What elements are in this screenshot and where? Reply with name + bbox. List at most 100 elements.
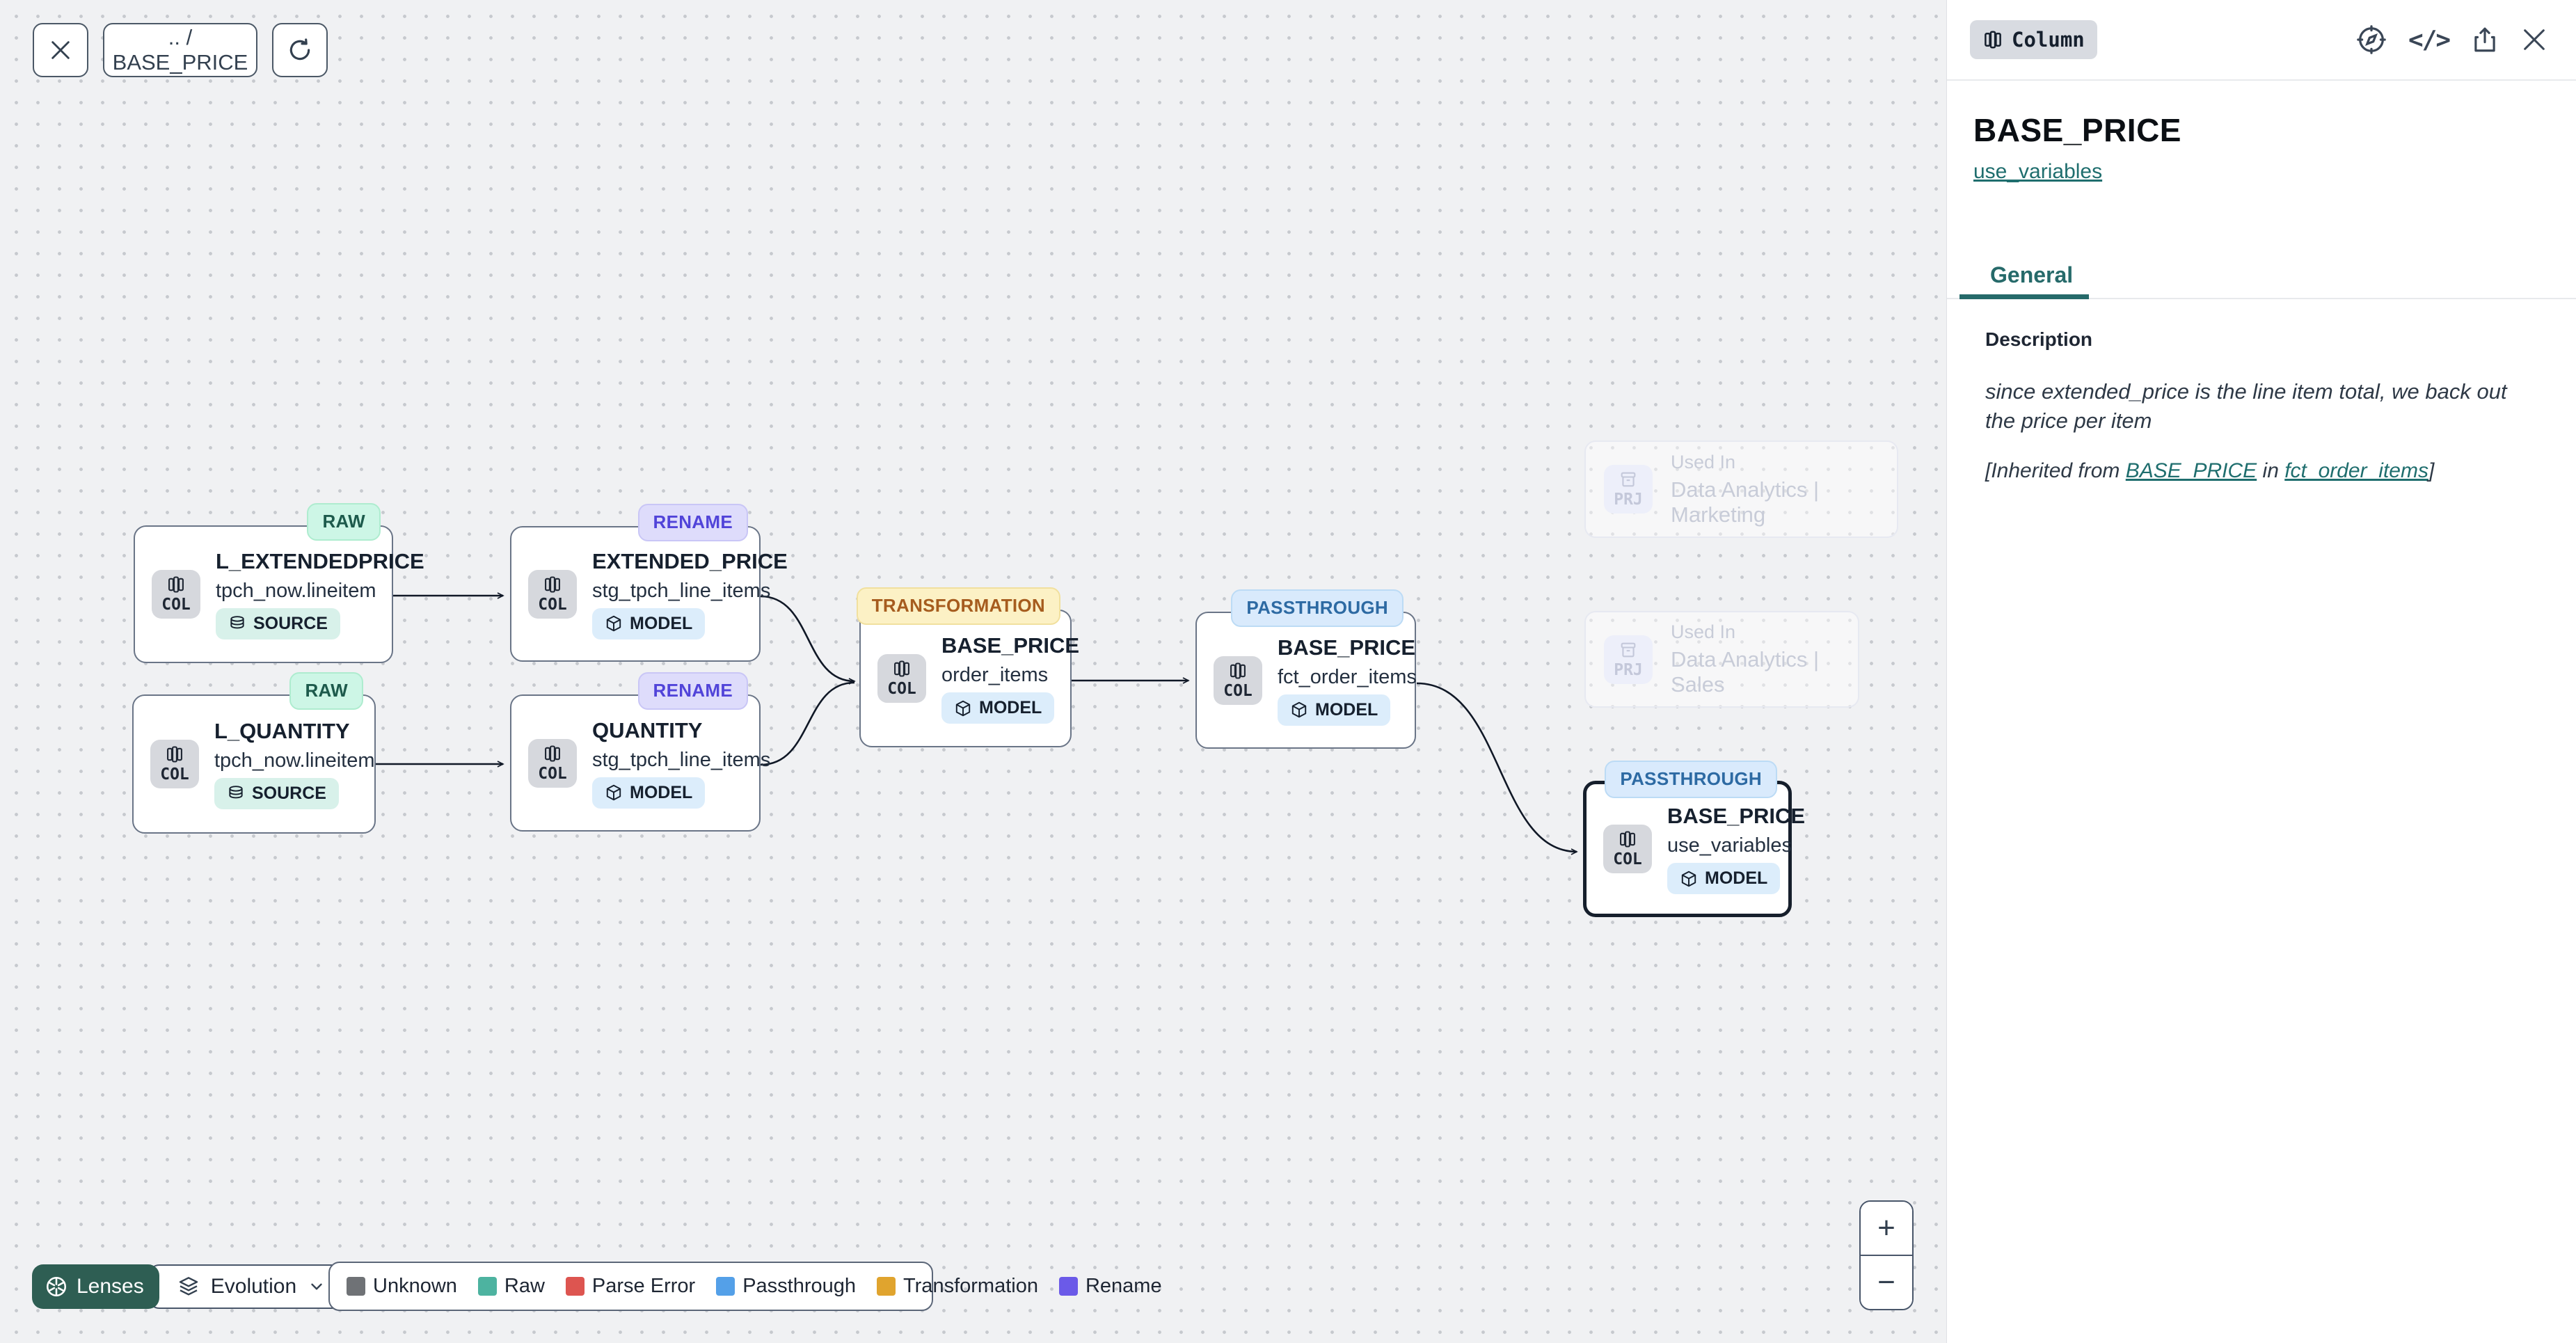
node-title: L_QUANTITY — [214, 719, 350, 743]
column-chip-label: COL — [1613, 850, 1642, 868]
chevron-down-icon — [311, 1283, 322, 1290]
legend-swatch-unknown — [347, 1277, 365, 1296]
model-link[interactable]: use_variables — [1973, 160, 2103, 183]
inherited-prefix: [Inherited from — [1985, 459, 2126, 482]
active-tab-indicator — [1959, 294, 2089, 299]
lenses-button[interactable]: Lenses — [32, 1264, 159, 1309]
share-button[interactable] — [2470, 25, 2499, 54]
cube-icon — [606, 784, 621, 801]
lens-badge-rename: RENAME — [637, 504, 748, 541]
description-heading: Description — [1985, 328, 2093, 350]
code-view-button[interactable]: </> — [2408, 25, 2451, 54]
columns-icon — [1985, 31, 2001, 49]
legend-item-parse-error: Parse Error — [565, 1275, 695, 1298]
close-lineage-button[interactable] — [33, 23, 88, 77]
columns-icon — [545, 745, 560, 762]
cube-icon — [1681, 871, 1696, 887]
project-chip: PRJ — [1604, 465, 1653, 514]
cube-icon — [1291, 701, 1307, 718]
inherited-model-link[interactable]: fct_order_items — [2284, 459, 2428, 482]
node-base-price-fct-order-items[interactable]: PASSTHROUGH COL BASE_PRICE fct_order_ite… — [1195, 589, 1417, 749]
zoom-controls: + − — [1859, 1200, 1914, 1310]
node-extended-price[interactable]: RENAME COL EXTENDED_PRICE stg_tpch_line_… — [510, 504, 788, 662]
legend-swatch-raw — [477, 1277, 497, 1296]
ghost-node-used-in-marketing[interactable]: PRJ Used In Data Analytics | Marketing — [1584, 440, 1898, 538]
details-panel: Column </> BASE_PRICE use_variables Gene… — [1946, 0, 2576, 1343]
refresh-icon — [289, 38, 310, 61]
refresh-button[interactable] — [272, 23, 328, 77]
used-in-label: Used In — [1671, 621, 1736, 642]
legend-label: Rename — [1085, 1275, 1162, 1297]
code-icon: </> — [2408, 25, 2451, 54]
column-chip-label: COL — [160, 765, 189, 784]
close-icon — [2524, 29, 2545, 50]
column-chip-label: COL — [1223, 681, 1253, 700]
lens-mode-dropdown[interactable]: Evolution — [148, 1264, 344, 1309]
node-subtitle: fct_order_items — [1278, 665, 1417, 688]
close-panel-button[interactable] — [2520, 26, 2548, 54]
database-icon — [230, 615, 244, 628]
project-chip-label: PRJ — [1614, 491, 1643, 509]
zoom-in-button[interactable]: + — [1861, 1202, 1912, 1256]
node-l-extendedprice[interactable]: RAW COL L_EXTENDEDPRICE tpch_now.lineite… — [134, 503, 424, 663]
kind-badge-model: MODEL — [1278, 694, 1391, 726]
node-l-quantity[interactable]: RAW COL L_QUANTITY tpch_now.lineitem SOU… — [132, 672, 376, 834]
columns-icon — [1620, 831, 1635, 848]
column-chip: COL — [152, 570, 200, 619]
column-chip-label: COL — [538, 595, 567, 614]
lens-badge-rename: RENAME — [637, 672, 748, 710]
kind-label: MODEL — [630, 782, 693, 802]
archive-icon — [1621, 642, 1636, 657]
node-base-price-order-items[interactable]: TRANSFORMATION COL BASE_PRICE order_item… — [856, 587, 1079, 747]
used-in-label: Used In — [1671, 451, 1736, 472]
columns-icon — [1230, 662, 1246, 679]
kind-badge-model: MODEL — [592, 777, 706, 809]
details-panel-header: Column </> — [1947, 0, 2576, 81]
entity-type-badge: Column — [1970, 20, 2097, 59]
node-base-price-use-variables[interactable]: PASSTHROUGH COL BASE_PRICE use_variables… — [1583, 761, 1805, 917]
columns-icon — [545, 575, 560, 593]
columns-icon — [167, 746, 182, 763]
kind-label: MODEL — [1315, 699, 1378, 720]
node-subtitle: tpch_now.lineitem — [216, 580, 376, 602]
inherited-column-link[interactable]: BASE_PRICE — [2125, 459, 2257, 482]
node-subtitle: use_variables — [1667, 834, 1792, 857]
legend-label: Unknown — [373, 1275, 457, 1297]
node-subtitle: stg_tpch_line_items — [592, 748, 771, 771]
columns-icon — [168, 576, 184, 593]
column-chip: COL — [1214, 655, 1262, 705]
columns-icon — [894, 660, 909, 677]
cube-icon — [955, 700, 971, 716]
column-chip-label: COL — [887, 680, 916, 698]
database-icon — [229, 785, 243, 798]
kind-label: SOURCE — [252, 784, 326, 803]
explore-button[interactable] — [2355, 24, 2387, 56]
tab-general[interactable]: General — [1990, 262, 2074, 287]
aperture-icon — [46, 1276, 67, 1297]
ghost-node-used-in-sales[interactable]: PRJ Used In Data Analytics | Sales — [1584, 611, 1859, 708]
kind-badge-model: MODEL — [1667, 863, 1781, 894]
legend-swatch-transformation — [877, 1277, 896, 1296]
column-chip: COL — [150, 740, 199, 788]
zoom-out-button[interactable]: − — [1861, 1256, 1912, 1309]
node-title: L_EXTENDEDPRICE — [216, 549, 424, 573]
lenses-control: Lenses Evolution — [32, 1264, 344, 1309]
archive-icon — [1621, 472, 1636, 487]
close-icon — [51, 41, 70, 59]
node-quantity[interactable]: RENAME COL QUANTITY stg_tpch_line_items … — [510, 672, 770, 832]
lens-badge-raw: RAW — [289, 672, 363, 710]
kind-label: MODEL — [1705, 868, 1768, 888]
legend-item-unknown: Unknown — [347, 1275, 457, 1298]
lens-mode-label: Evolution — [210, 1275, 297, 1298]
column-chip: COL — [1603, 825, 1652, 873]
breadcrumb[interactable]: .. / BASE_PRICE — [103, 23, 257, 77]
description-section: Description since extended_price is the … — [1947, 299, 2576, 483]
lens-badge-transformation: TRANSFORMATION — [856, 587, 1060, 625]
used-in-name: Data Analytics | Marketing — [1671, 477, 1820, 527]
share-icon — [2474, 27, 2495, 52]
lineage-canvas[interactable]: .. / BASE_PRICE RAW COL L_EXTENDEDPRICE … — [0, 0, 1946, 1343]
column-chip: COL — [528, 738, 577, 788]
node-title: BASE_PRICE — [1278, 635, 1416, 660]
legend-item-raw: Raw — [477, 1275, 545, 1298]
node-title: EXTENDED_PRICE — [592, 548, 788, 573]
